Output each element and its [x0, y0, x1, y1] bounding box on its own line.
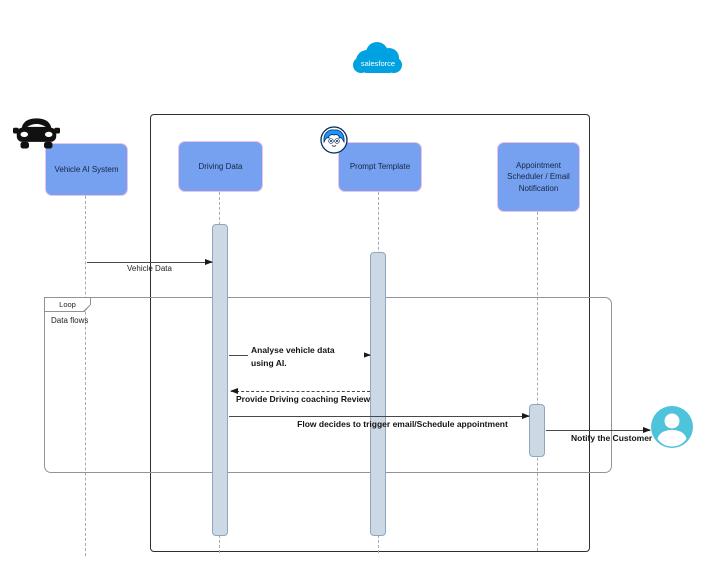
participant-appointment-scheduler[interactable]: Appointment Scheduler / Email Notificati…	[497, 142, 580, 212]
activation-bar-driving-data[interactable]	[212, 224, 228, 536]
participant-label: Appointment Scheduler / Email Notificati…	[507, 160, 570, 193]
loop-label: Loop	[59, 300, 76, 309]
car-icon[interactable]	[13, 115, 60, 150]
lifeline-appointment-scheduler	[537, 212, 538, 551]
arrowhead-right-icon	[522, 413, 530, 419]
message-label-analyse: Analyse vehicle data using AI.	[248, 343, 364, 370]
participant-label: Prompt Template	[349, 162, 411, 172]
message-arrow-notify-customer	[546, 427, 651, 433]
participant-label: Driving Data	[198, 161, 243, 171]
system-boundary-frame	[150, 114, 590, 552]
loop-fragment-frame: Loop Data flows	[44, 297, 612, 473]
arrowhead-right-icon	[643, 427, 651, 433]
message-label-notify-customer: Notify the Customer	[571, 433, 653, 443]
participant-vehicle-ai-system[interactable]: Vehicle AI System	[45, 143, 128, 196]
arrowhead-right-icon	[363, 352, 371, 358]
activation-bar-appointment-scheduler[interactable]	[529, 404, 545, 457]
einstein-mascot-icon[interactable]	[320, 126, 348, 154]
message-label-provide-review: Provide Driving coaching Review	[236, 394, 371, 404]
arrowhead-right-icon	[205, 259, 213, 265]
message-label-vehicle-data: Vehicle Data	[127, 264, 172, 273]
message-label-line1: Analyse vehicle data	[251, 345, 335, 355]
participant-prompt-template[interactable]: Prompt Template	[338, 142, 422, 192]
message-arrow-vehicle-data	[87, 259, 213, 265]
customer-avatar-icon[interactable]	[650, 405, 694, 449]
salesforce-cloud-icon: salesforce	[353, 42, 402, 73]
participant-driving-data[interactable]: Driving Data	[178, 141, 263, 192]
message-arrow-flow-trigger	[229, 413, 530, 419]
lifeline-vehicle-ai-system	[85, 196, 86, 556]
loop-tab-inner: Loop	[45, 298, 90, 311]
loop-note: Data flows	[51, 316, 89, 325]
arrowhead-left-icon	[230, 388, 238, 394]
salesforce-logo-text: salesforce	[361, 59, 395, 68]
activation-bar-prompt-template[interactable]	[370, 252, 386, 536]
participant-label: Vehicle AI System	[54, 164, 119, 174]
loop-tab: Loop	[44, 297, 91, 312]
message-arrow-provide-review	[230, 388, 370, 394]
message-label-line2: using AI.	[251, 357, 287, 368]
message-label-flow-trigger: Flow decides to trigger email/Schedule a…	[297, 419, 508, 429]
salesforce-logo: salesforce	[346, 39, 410, 81]
